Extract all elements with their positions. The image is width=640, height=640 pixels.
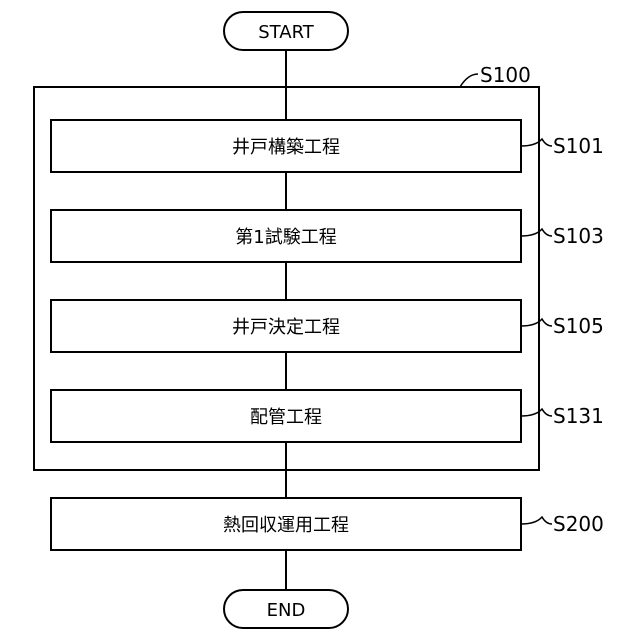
step-ref-s200: S200 [553,512,604,536]
end-label: END [267,600,306,621]
step-ref-s101: S101 [553,134,604,158]
start-label: START [258,22,315,43]
step-leader-s103 [521,229,552,236]
step-label-s101: 井戸構築工程 [232,137,340,158]
step-ref-s105: S105 [553,314,604,338]
step-label-s131: 配管工程 [250,407,322,428]
group-s100-leader [460,74,478,87]
step-ref-s131: S131 [553,404,604,428]
step-label-s105: 井戸決定工程 [232,317,340,338]
step-label-s103: 第1試験工程 [235,227,336,248]
group-s100-ref: S100 [480,63,531,87]
step-leader-s131 [521,409,552,416]
step-leader-s101 [521,139,552,146]
step-leader-s200 [521,517,552,524]
step-label-s200: 熱回収運用工程 [223,515,349,536]
step-leader-s105 [521,319,552,326]
step-ref-s103: S103 [553,224,604,248]
